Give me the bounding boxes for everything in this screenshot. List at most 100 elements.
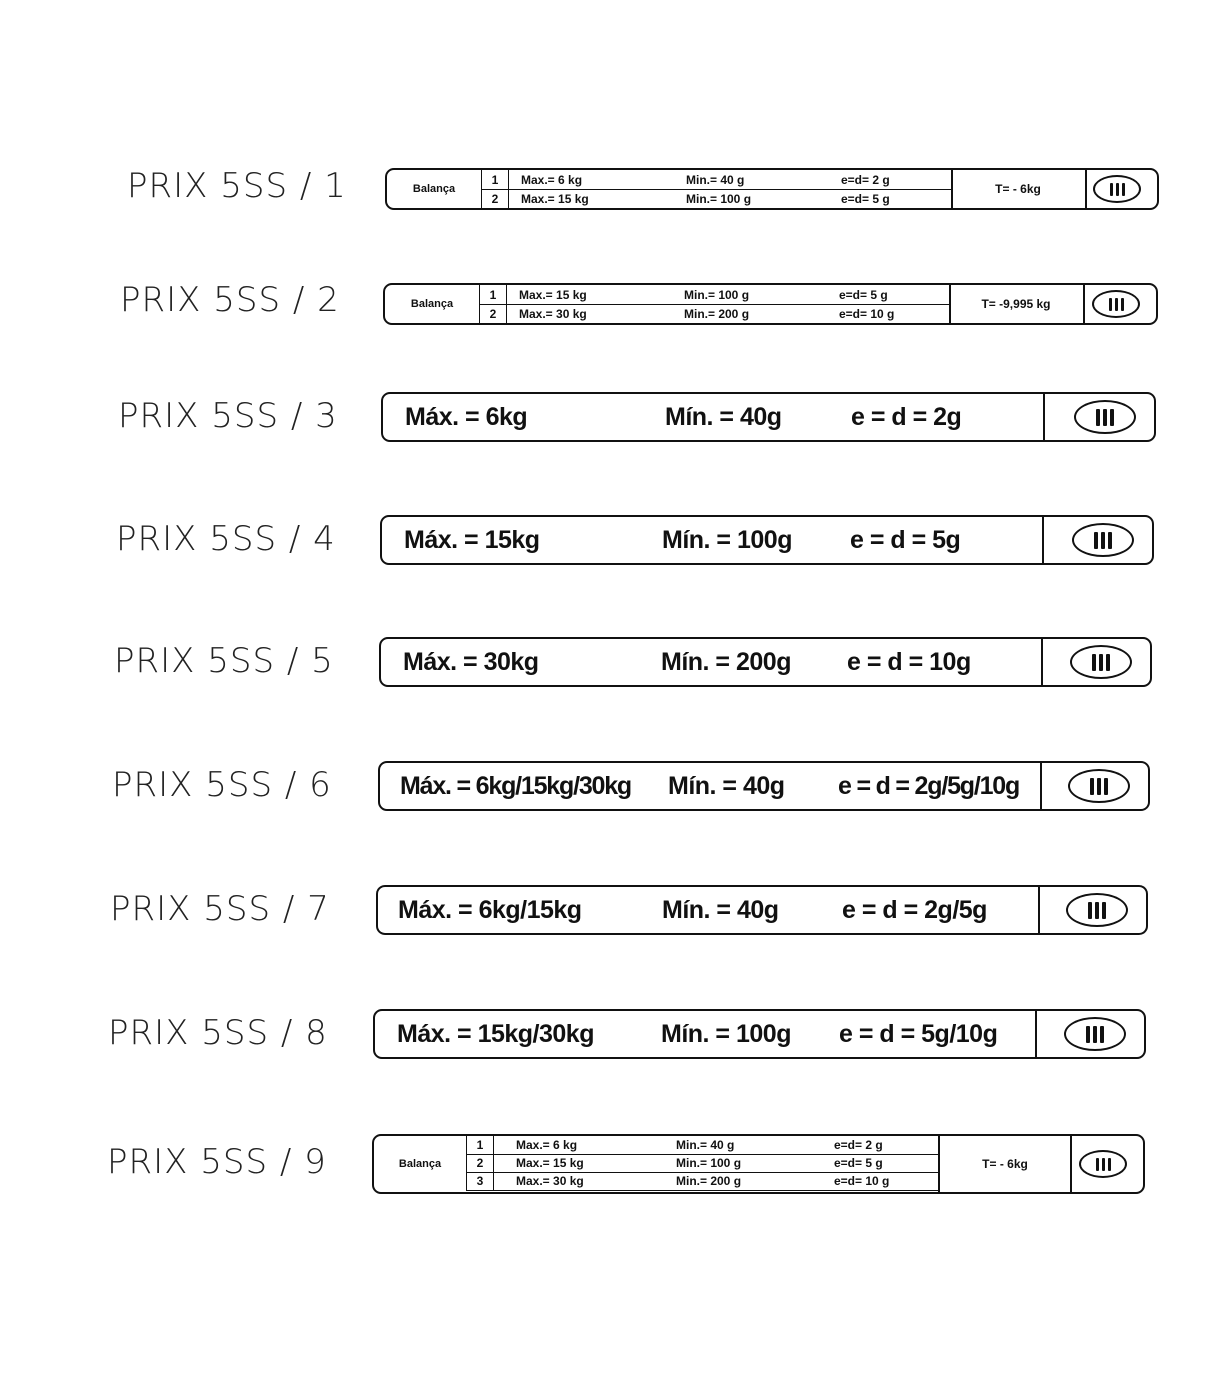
min-value: Mín. = 100g <box>662 525 792 554</box>
e-value: e=d= 2 g <box>841 172 890 187</box>
balanca-label: Balança <box>410 298 454 310</box>
max-value: Max.= 30 kg <box>516 1174 584 1188</box>
bars-oval-logo-icon <box>1072 523 1134 557</box>
label-plate: Balança 1 Max.= 6 kg Min.= 40 g e=d= 2 g… <box>372 1134 1145 1194</box>
model-name: PRIX 5SS / 1 <box>127 166 347 206</box>
balanca-label: Balança <box>412 183 456 195</box>
label-row-6: PRIX 5SS / 6 Máx. = 6kg/15kg/30kg Mín. =… <box>0 757 1230 817</box>
model-name: PRIX 5SS / 2 <box>120 280 340 320</box>
table-row: 1 Max.= 15 kg Min.= 100 g e=d= 5 g <box>479 285 949 305</box>
min-value: Min.= 40 g <box>676 1138 735 1152</box>
max-value: Max.= 6 kg <box>516 1138 578 1152</box>
divider <box>1042 517 1044 563</box>
spec-table: 1 Max.= 6 kg Min.= 40 g e=d= 2 g 2 Max.=… <box>481 170 951 208</box>
bars-oval-logo-icon <box>1066 893 1128 927</box>
e-value: e = d = 5g/10g <box>839 1019 998 1048</box>
bars-oval-logo-icon <box>1070 645 1132 679</box>
e-value: e = d = 10g <box>847 647 971 676</box>
row-number: 2 <box>466 1154 494 1172</box>
model-name: PRIX 5SS / 3 <box>118 396 338 436</box>
tare-value: T= - 6kg <box>982 1157 1028 1171</box>
min-value: Mín. = 40g <box>662 895 779 924</box>
min-value: Mín. = 40g <box>668 771 785 800</box>
e-value: e=d= 5 g <box>839 287 888 302</box>
max-value: Máx. = 15kg <box>404 525 540 554</box>
label-plate: Balança 1 Max.= 6 kg Min.= 40 g e=d= 2 g… <box>385 168 1159 210</box>
divider <box>1085 170 1087 208</box>
tare-value: T= - 6kg <box>995 182 1041 196</box>
divider <box>951 170 953 208</box>
e-value: e=d= 5 g <box>834 1156 883 1170</box>
e-value: e = d = 2g/5g <box>842 895 987 924</box>
min-value: Min.= 100 g <box>684 287 750 302</box>
bars-oval-logo-icon <box>1068 769 1130 803</box>
e-value: e = d = 2g/5g/10g <box>838 771 1020 800</box>
bars-oval-logo-icon <box>1092 290 1140 318</box>
min-value: Min.= 100 g <box>686 191 752 206</box>
row-number: 2 <box>481 189 509 208</box>
e-value: e=d= 10 g <box>839 306 895 321</box>
bars-oval-logo-icon <box>1093 175 1141 203</box>
table-row: 2 Max.= 15 kg Min.= 100 g e=d= 5 g <box>481 189 951 208</box>
divider <box>1035 1011 1037 1057</box>
label-row-5: PRIX 5SS / 5 Máx. = 30kg Mín. = 200g e =… <box>0 633 1230 693</box>
label-row-8: PRIX 5SS / 8 Máx. = 15kg/30kg Mín. = 100… <box>0 1005 1230 1065</box>
min-value: Mín. = 200g <box>661 647 791 676</box>
model-name: PRIX 5SS / 4 <box>116 519 336 559</box>
label-row-1: PRIX 5SS / 1 Balança 1 Max.= 6 kg Min.= … <box>0 158 1230 218</box>
divider <box>1083 285 1085 323</box>
row-number: 1 <box>479 285 507 304</box>
min-value: Min.= 100 g <box>676 1156 742 1170</box>
max-value: Máx. = 30kg <box>403 647 539 676</box>
label-row-9: PRIX 5SS / 9 Balança 1 Max.= 6 kg Min.= … <box>0 1134 1230 1224</box>
table-row: 2 Max.= 15 kg Min.= 100 g e=d= 5 g <box>466 1154 938 1173</box>
min-value: Min.= 200 g <box>676 1174 742 1188</box>
row-number: 1 <box>481 170 509 189</box>
model-name: PRIX 5SS / 7 <box>110 889 330 929</box>
max-value: Max.= 15 kg <box>519 287 587 302</box>
divider <box>1038 887 1040 933</box>
min-value: Min.= 200 g <box>684 306 750 321</box>
row-number: 2 <box>479 304 507 323</box>
max-value: Max.= 30 kg <box>519 306 587 321</box>
e-value: e = d = 5g <box>850 525 961 554</box>
min-value: Mín. = 40g <box>665 402 782 431</box>
label-plate: Máx. = 15kg Mín. = 100g e = d = 5g <box>380 515 1154 565</box>
max-value: Máx. = 15kg/30kg <box>397 1019 594 1048</box>
bars-oval-logo-icon <box>1079 1150 1127 1178</box>
table-row: 3 Max.= 30 kg Min.= 200 g e=d= 10 g <box>466 1172 938 1191</box>
table-row: 1 Max.= 6 kg Min.= 40 g e=d= 2 g <box>481 170 951 190</box>
max-value: Max.= 15 kg <box>516 1156 584 1170</box>
divider <box>1070 1136 1072 1192</box>
min-value: Mín. = 100g <box>661 1019 791 1048</box>
max-value: Máx. = 6kg/15kg/30kg <box>400 771 632 800</box>
e-value: e=d= 2 g <box>834 1138 883 1152</box>
label-row-7: PRIX 5SS / 7 Máx. = 6kg/15kg Mín. = 40g … <box>0 881 1230 941</box>
table-row: 2 Max.= 30 kg Min.= 200 g e=d= 10 g <box>479 304 949 323</box>
divider <box>1043 394 1045 440</box>
model-name: PRIX 5SS / 5 <box>114 641 334 681</box>
label-plate: Máx. = 6kg/15kg Mín. = 40g e = d = 2g/5g <box>376 885 1148 935</box>
min-value: Min.= 40 g <box>686 172 745 187</box>
max-value: Max.= 6 kg <box>521 172 583 187</box>
bars-oval-logo-icon <box>1074 400 1136 434</box>
divider <box>1041 639 1043 685</box>
divider <box>1040 763 1042 809</box>
label-plate: Máx. = 15kg/30kg Mín. = 100g e = d = 5g/… <box>373 1009 1146 1059</box>
label-plate: Balança 1 Max.= 15 kg Min.= 100 g e=d= 5… <box>383 283 1158 325</box>
table-row: 1 Max.= 6 kg Min.= 40 g e=d= 2 g <box>466 1136 938 1155</box>
label-row-3: PRIX 5SS / 3 Máx. = 6kg Mín. = 40g e = d… <box>0 388 1230 448</box>
spec-table: 1 Max.= 15 kg Min.= 100 g e=d= 5 g 2 Max… <box>479 285 949 323</box>
max-value: Max.= 15 kg <box>521 191 589 206</box>
divider <box>949 285 951 323</box>
bars-oval-logo-icon <box>1064 1017 1126 1051</box>
model-name: PRIX 5SS / 6 <box>112 765 332 805</box>
model-name: PRIX 5SS / 9 <box>107 1142 327 1182</box>
row-number: 3 <box>466 1172 494 1190</box>
label-row-4: PRIX 5SS / 4 Máx. = 15kg Mín. = 100g e =… <box>0 511 1230 571</box>
row-number: 1 <box>466 1136 494 1154</box>
balanca-label: Balança <box>398 1158 442 1170</box>
label-plate: Máx. = 30kg Mín. = 200g e = d = 10g <box>379 637 1152 687</box>
max-value: Máx. = 6kg <box>405 402 528 431</box>
label-plate: Máx. = 6kg/15kg/30kg Mín. = 40g e = d = … <box>378 761 1150 811</box>
